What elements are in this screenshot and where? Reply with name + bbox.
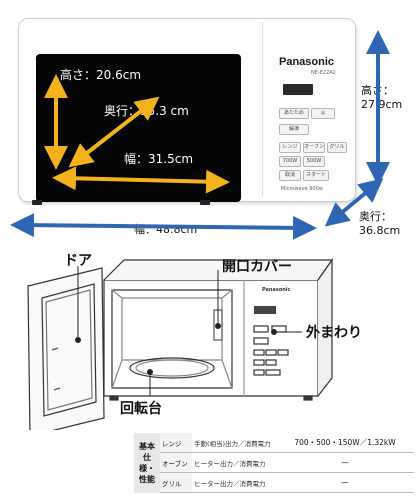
outer-depth-value: 36.8cm: [359, 224, 401, 237]
opening-cover-callout: 開口カバー: [222, 259, 292, 275]
spec-header: 基本仕様・性能: [134, 433, 160, 493]
spec-item: 手動(相当)出力／消費電力: [192, 433, 276, 453]
inner-depth-arrow: [68, 96, 160, 168]
outer-depth-arrow: [324, 178, 384, 227]
dial-icon[interactable]: ◎: [311, 108, 335, 119]
bottom-brand-logo: Panasonic: [262, 287, 291, 293]
spec-value: 700・500・150W／1.32kW: [276, 433, 414, 453]
inner-height-label: 高さ：20.6cm: [60, 68, 142, 82]
model-footer: Microwave 900w: [281, 186, 323, 192]
oven-button[interactable]: オーブン: [303, 142, 325, 153]
w500-button[interactable]: 500W: [303, 156, 325, 167]
range-button[interactable]: レンジ: [279, 142, 301, 153]
brand-logo: Panasonic: [279, 56, 335, 68]
foot-left: [32, 200, 42, 205]
microwave-open-illustration: [27, 258, 334, 430]
spec-table: 基本仕様・性能 レンジ 手動(相当)出力／消費電力 700・500・150W／1…: [134, 433, 414, 493]
body-outline: [103, 279, 319, 397]
outer-width-arrow: [10, 213, 317, 240]
w700-button[interactable]: 700W: [279, 156, 301, 167]
grill-button[interactable]: グリル: [327, 142, 347, 153]
foot-middle: [200, 200, 210, 205]
spec-mode: レンジ: [160, 433, 192, 453]
door-outline: [27, 267, 105, 430]
table-row: グリル ヒーター出力／消費電力 —: [134, 472, 414, 493]
exterior-callout: 外まわり: [306, 325, 362, 341]
model-number: NE-E22A2: [311, 70, 336, 76]
lcd-display: [283, 84, 313, 95]
turntable-outline: [129, 357, 215, 379]
door-window-outline: [41, 283, 97, 417]
start-button[interactable]: スタート: [303, 170, 329, 181]
spec-item: ヒーター出力／消費電力: [192, 452, 276, 473]
door-callout: ドア: [64, 253, 92, 269]
table-row: オーブン ヒーター出力／消費電力 —: [134, 452, 414, 473]
spec-mode: オーブン: [160, 452, 192, 473]
spec-item: ヒーター出力／消費電力: [192, 472, 276, 493]
reheat-button[interactable]: あたため: [279, 108, 309, 119]
thaw-button[interactable]: 解凍: [279, 124, 309, 135]
cancel-button[interactable]: 取消: [279, 170, 301, 181]
inner-width-arrow: [52, 166, 230, 194]
spec-value: —: [276, 472, 414, 493]
table-row: 基本仕様・性能 レンジ 手動(相当)出力／消費電力 700・500・150W／1…: [134, 433, 414, 493]
spec-value: —: [276, 452, 414, 473]
spec-mode: グリル: [160, 472, 192, 493]
turntable-callout: 回転台: [120, 401, 162, 417]
control-panel: Panasonic NE-E22A2 あたため ◎ 解凍 レンジ オーブン グリ…: [262, 22, 351, 196]
